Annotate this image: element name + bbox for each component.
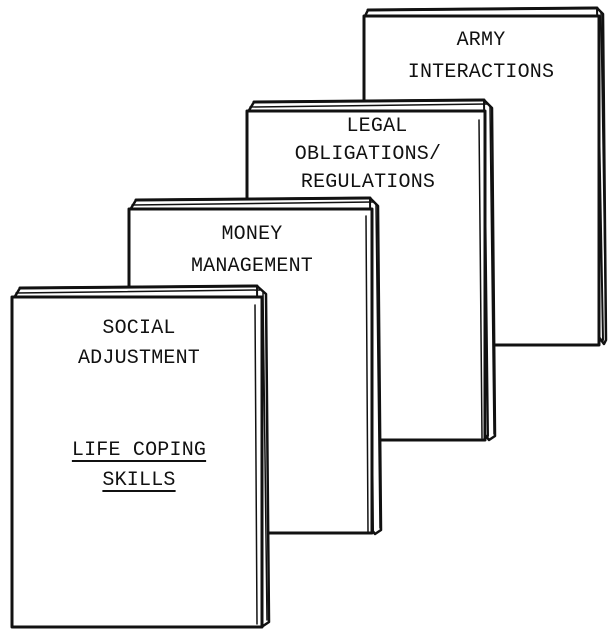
legal-line-2: OBLIGATIONS/ [294, 143, 442, 166]
money-line-2: MANAGEMENT [190, 255, 314, 278]
life-coping-line-1: LIFE COPING [71, 439, 207, 462]
money-line-1: MONEY [221, 223, 283, 246]
life-coping-line-2: SKILLS [102, 469, 176, 492]
book-social-adjustment [10, 284, 271, 629]
social-line-1: SOCIAL [102, 317, 176, 340]
social-line-2: ADJUSTMENT [77, 347, 201, 370]
army-line-2: INTERACTIONS [407, 61, 555, 84]
army-line-1: ARMY [456, 29, 506, 52]
legal-line-3: REGULATIONS [300, 171, 436, 194]
legal-line-1: LEGAL [346, 115, 408, 138]
